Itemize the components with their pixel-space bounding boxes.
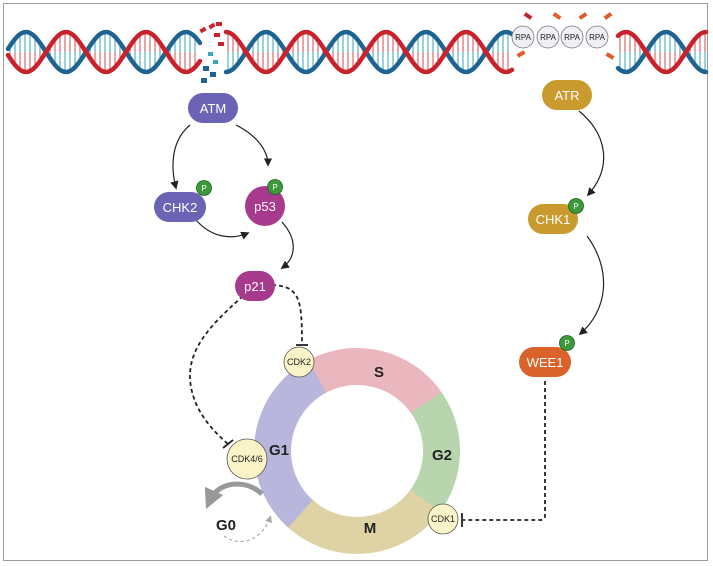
inhibit-p21-cdk2 — [271, 284, 303, 345]
arrow-chk1-wee1 — [578, 235, 605, 336]
atm-node: ATM — [188, 93, 238, 123]
cdk1-label: CDK1 — [431, 514, 455, 524]
wee1-node: WEE1 — [519, 347, 571, 377]
g1-to-g0-arrow — [204, 481, 264, 510]
svg-text:P: P — [573, 202, 578, 211]
svg-text:P: P — [272, 183, 277, 192]
chk2-phosphate-badge: P — [196, 180, 212, 196]
double-strand-break — [199, 22, 224, 83]
rpa-proteins: RPA RPA RPA RPA — [511, 25, 609, 49]
rpa-protein-4: RPA — [585, 25, 609, 49]
phase-m-label: M — [364, 520, 377, 537]
inhibit-wee1-cdk1 — [463, 381, 546, 521]
phase-g1-label: G1 — [269, 442, 289, 459]
phase-s-label: S — [374, 364, 384, 381]
cdk46-node: CDK4/6 — [226, 438, 268, 480]
cdk1-node: CDK1 — [427, 503, 459, 535]
inhibition-bars — [222, 344, 463, 527]
arrow-chk2-p53 — [195, 219, 250, 240]
cdk46-label: CDK4/6 — [231, 454, 263, 464]
phase-g2-label: G2 — [432, 447, 452, 464]
svg-text:P: P — [201, 184, 206, 193]
cdk2-label: CDK2 — [287, 357, 311, 367]
dna-double-helix — [5, 29, 709, 75]
p53-label: p53 — [254, 199, 276, 214]
svg-text:RPA: RPA — [540, 33, 557, 42]
signaling-arrows — [170, 110, 605, 336]
svg-text:RPA: RPA — [515, 33, 532, 42]
rpa-protein-3: RPA — [560, 25, 584, 49]
phase-m-segment — [288, 489, 441, 554]
atm-label: ATM — [200, 101, 226, 116]
wee1-label: WEE1 — [527, 355, 564, 370]
cdk2-node: CDK2 — [283, 346, 315, 378]
chk2-node: CHK2 — [154, 192, 206, 222]
phase-s-segment — [308, 348, 444, 416]
atr-node: ATR — [542, 80, 592, 110]
phase-g2-segment — [409, 391, 461, 515]
arrow-atm-p53 — [235, 124, 273, 167]
chk1-phosphate-badge: P — [568, 198, 584, 214]
chk2-label: CHK2 — [163, 200, 198, 215]
chk1-label: CHK1 — [536, 212, 571, 227]
svg-text:RPA: RPA — [564, 33, 581, 42]
chk1-node: CHK1 — [528, 204, 578, 234]
arrow-atr-chk1 — [578, 110, 605, 197]
arrow-p53-p21 — [280, 221, 294, 269]
cell-cycle-ring — [253, 348, 461, 554]
single-strand-break-rpa — [516, 12, 615, 60]
arrow-atm-chk2 — [170, 124, 191, 190]
p21-label: p21 — [244, 279, 266, 294]
inhibit-p21-cdk46 — [189, 295, 244, 445]
inhibition-lines — [189, 284, 546, 521]
atr-label: ATR — [554, 88, 579, 103]
svg-text:P: P — [564, 339, 569, 348]
p53-node: p53 — [245, 186, 285, 226]
rpa-protein-2: RPA — [536, 25, 560, 49]
phase-g0-label: G0 — [216, 517, 236, 534]
wee1-phosphate-badge: P — [559, 335, 575, 351]
rpa-protein-1: RPA — [511, 25, 535, 49]
p21-node: p21 — [235, 271, 275, 301]
svg-text:RPA: RPA — [589, 33, 606, 42]
p53-phosphate-badge: P — [267, 179, 283, 195]
phase-g1-segment — [253, 358, 329, 530]
